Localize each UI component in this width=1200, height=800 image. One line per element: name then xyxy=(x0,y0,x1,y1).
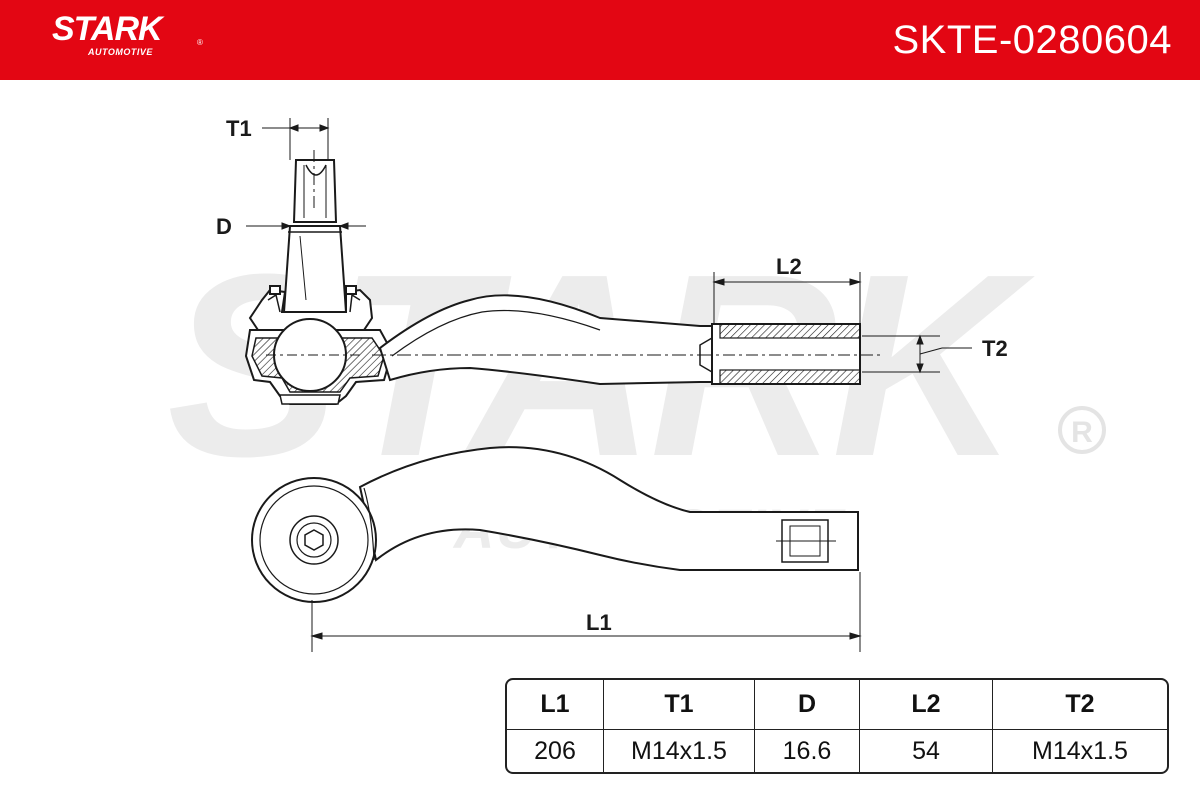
spec-header-d: D xyxy=(754,680,860,730)
plan-arm xyxy=(358,446,859,571)
spec-header-l1: L1 xyxy=(507,680,604,730)
spec-value-row: 206 M14x1.5 16.6 54 M14x1.5 xyxy=(507,729,1167,772)
stud-taper xyxy=(282,225,348,313)
spec-value-l2: 54 xyxy=(859,729,993,772)
spec-table: L1 T1 D L2 T2 206 M14x1.5 16.6 54 M14x1.… xyxy=(505,678,1169,774)
technical-diagram: STARK AUTOMOTIVE R xyxy=(167,116,1106,652)
label-l1: L1 xyxy=(586,610,612,635)
label-t1: T1 xyxy=(226,116,252,141)
hex-socket xyxy=(304,529,324,551)
spec-value-d: 16.6 xyxy=(754,729,860,772)
spec-header-t2: T2 xyxy=(992,680,1167,730)
plan-view xyxy=(251,446,859,603)
registered-mark: ® xyxy=(197,38,203,47)
spec-value-t1: M14x1.5 xyxy=(603,729,755,772)
stud-thread xyxy=(292,159,338,223)
side-section-view xyxy=(244,150,880,405)
dimension-lines xyxy=(246,118,972,652)
watermark-reg-circle xyxy=(1058,406,1106,454)
spec-value-t2: M14x1.5 xyxy=(1032,736,1128,765)
brand-name: STARK xyxy=(52,10,163,48)
label-d: D xyxy=(216,214,232,239)
label-t2: T2 xyxy=(982,336,1008,361)
part-number: SKTE-0280604 xyxy=(892,18,1172,62)
spec-header-l2: L2 xyxy=(859,680,993,730)
header-bar: STARK AUTOMOTIVE ® SKTE-0280604 xyxy=(0,0,1200,80)
brand-sub: AUTOMOTIVE xyxy=(88,47,153,57)
stark-logo: STARK AUTOMOTIVE xyxy=(52,10,163,57)
label-l2: L2 xyxy=(776,254,802,279)
spec-header-t1: T1 xyxy=(603,680,755,730)
watermark-reg-letter: R xyxy=(1071,416,1093,449)
spec-header-row: L1 T1 D L2 T2 xyxy=(507,680,1167,730)
spec-value-l1: 206 xyxy=(507,729,604,772)
plan-eye-outer xyxy=(251,477,377,603)
